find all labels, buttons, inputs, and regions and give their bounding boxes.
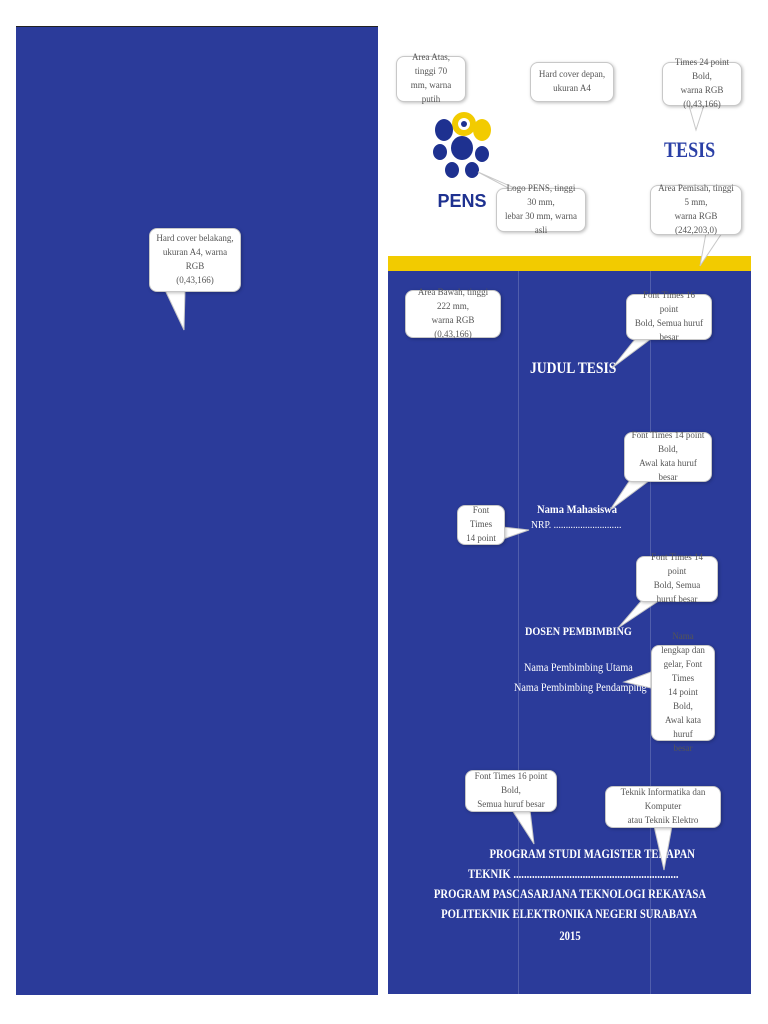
student-nrp: NRP. ............................ bbox=[531, 519, 622, 531]
student-name: Nama Mahasiswa bbox=[537, 502, 618, 516]
callout-times24: Times 24 point Bold, warna RGB (0,43,166… bbox=[662, 57, 742, 109]
front-cover-bottom-area bbox=[388, 271, 751, 994]
thesis-title: TESIS bbox=[664, 137, 716, 162]
main-supervisor: Nama Pembimbing Utama bbox=[524, 660, 633, 674]
callout-font14-nama: Font Times 14 point Bold, Awal kata huru… bbox=[624, 430, 712, 482]
callout-font14-dosen: Font Times 14 point Bold, Semua huruf be… bbox=[636, 552, 718, 604]
callout-hard-cover-depan: Hard cover depan, ukuran A4 bbox=[530, 62, 614, 102]
co-supervisor: Nama Pembimbing Pendamping bbox=[514, 680, 647, 694]
callout-font16-judul: Font Times 16 point Bold, Semua huruf be… bbox=[626, 290, 712, 342]
callout-area-bawah: Area Bawah, tinggi 222 mm, warna RGB (0,… bbox=[405, 287, 501, 339]
guide-line bbox=[650, 271, 651, 994]
footer-line-4: POLITEKNIK ELEKTRONIKA NEGERI SURABAYA bbox=[441, 906, 698, 921]
callout-hard-cover-belakang: Hard cover belakang, ukuran A4, warna RG… bbox=[149, 228, 241, 292]
supervisor-heading: DOSEN PEMBIMBING bbox=[525, 624, 632, 638]
footer-line-2: TEKNIK .................................… bbox=[468, 866, 679, 881]
callout-font14-nrp: Font Times 14 point bbox=[457, 505, 505, 545]
footer-line-3: PROGRAM PASCASARJANA TEKNOLOGI REKAYASA bbox=[433, 886, 706, 901]
callout-logo: Logo PENS, tinggi 30 mm, lebar 30 mm, wa… bbox=[496, 183, 586, 235]
callout-nama-lengkap: Nama lengkap dan gelar, Font Times 14 po… bbox=[651, 631, 715, 753]
callout-teknik: Teknik Informatika dan Komputer atau Tek… bbox=[605, 786, 721, 828]
callout-area-atas: Area Atas, tinggi 70 mm, warna putih bbox=[396, 52, 466, 104]
callout-font16-footer: Font Times 16 point Bold, Semua huruf be… bbox=[465, 770, 557, 812]
callout-area-pemisah: Area Pemisah, tinggi 5 mm, warna RGB (24… bbox=[650, 183, 742, 235]
logo-text: PENS bbox=[437, 191, 486, 211]
footer-year: 2015 bbox=[558, 928, 581, 943]
footer-line-1: PROGRAM STUDI MAGISTER TERAPAN bbox=[489, 846, 696, 861]
guide-line bbox=[518, 271, 519, 994]
separator-band bbox=[388, 256, 751, 271]
thesis-subject-title: JUDUL TESIS bbox=[530, 360, 617, 377]
pens-logo: PENS bbox=[433, 112, 491, 211]
back-cover bbox=[16, 26, 378, 995]
